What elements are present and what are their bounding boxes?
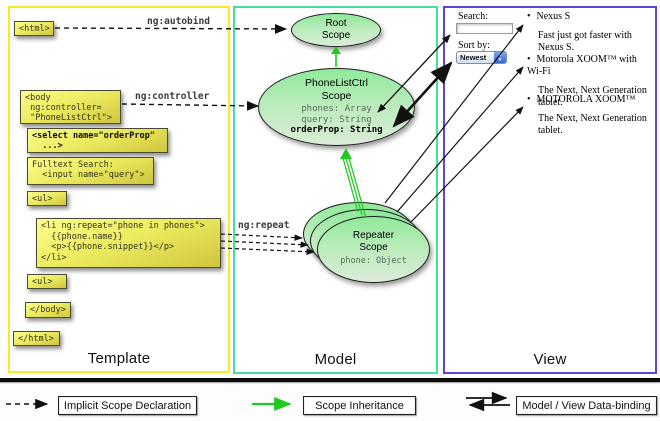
legend-divider-bar <box>0 378 660 382</box>
sort-dropdown[interactable]: Newest ▲▼ <box>456 51 507 64</box>
phone-list-item: Nexus S Fast just got faster with Nexus … <box>527 11 649 54</box>
code-ul-close: <ul> <box>27 274 67 289</box>
code-body-close: </body> <box>25 302 71 318</box>
phonelist-prop-query: query: String <box>301 114 372 125</box>
phonelist-prop-phones: phones: Array <box>301 104 372 114</box>
phonelistctrl-scope-ellipse: PhoneListCtrl Scope phones: Array query:… <box>258 68 415 146</box>
model-panel: Model <box>233 6 438 374</box>
phonelist-title-line1: PhoneListCtrl <box>304 77 369 89</box>
legend-model-view-data-binding: Model / View Data-binding <box>516 396 657 415</box>
legend-scope-inheritance: Scope Inheritance <box>303 396 416 415</box>
view-panel-label: View <box>533 351 567 368</box>
code-html-open: <html> <box>14 21 54 36</box>
code-ul-open: <ul> <box>27 191 67 206</box>
repeater-title-line2: Scope <box>359 241 388 253</box>
repeater-prop-phone: phone: Object <box>340 256 407 266</box>
code-body-open: <body ng:controller= "PhoneListCtrl"> <box>20 90 121 124</box>
phone-item-title: MOTOROLA XOOM™ <box>527 94 649 106</box>
repeater-scope-ellipse: Repeater Scope phone: Object <box>317 216 430 283</box>
phone-item-desc: The Next, Next Generation tablet. <box>538 113 647 136</box>
sort-dropdown-value: Newest <box>460 53 487 62</box>
code-select: <select name="orderProp" ...> <box>27 128 168 153</box>
phone-item-title: Nexus S <box>527 11 649 23</box>
root-scope-title-line1: Root <box>325 18 347 29</box>
model-panel-label: Model <box>314 351 357 368</box>
phone-item-title: Motorola XOOM™ with Wi-Fi <box>527 54 649 78</box>
ng-controller-label: ng:controller <box>135 91 210 102</box>
phone-list-item: MOTOROLA XOOM™ The Next, Next Generation… <box>527 94 649 137</box>
template-panel-label: Template <box>87 350 151 367</box>
code-fulltext-search: Fulltext Search: <input name="query"> <box>27 157 154 185</box>
ng-autobind-label: ng:autobind <box>147 16 210 27</box>
search-input[interactable] <box>456 23 513 34</box>
sort-by-label: Sort by: <box>458 40 490 51</box>
phonelist-title-line2: Scope <box>321 89 352 102</box>
root-scope-title-line2: Scope <box>321 30 351 41</box>
code-html-close: </html> <box>13 331 60 346</box>
legend-implicit-scope-declaration: Implicit Scope Declaration <box>58 396 197 415</box>
dropdown-stepper-icon: ▲▼ <box>494 52 506 63</box>
search-label: Search: <box>458 11 488 22</box>
repeater-title-line1: Repeater <box>352 230 395 241</box>
phone-item-desc: Fast just got faster with Nexus S. <box>538 30 632 53</box>
legend-double-arrow <box>466 391 510 412</box>
phonelist-prop-orderprop: orderProp: String <box>290 125 383 135</box>
ng-repeat-label: ng:repeat <box>238 220 290 231</box>
root-scope-ellipse: Root Scope <box>291 13 381 47</box>
code-li-repeat: <li ng:repeat="phone in phones"> {{phone… <box>36 218 221 268</box>
